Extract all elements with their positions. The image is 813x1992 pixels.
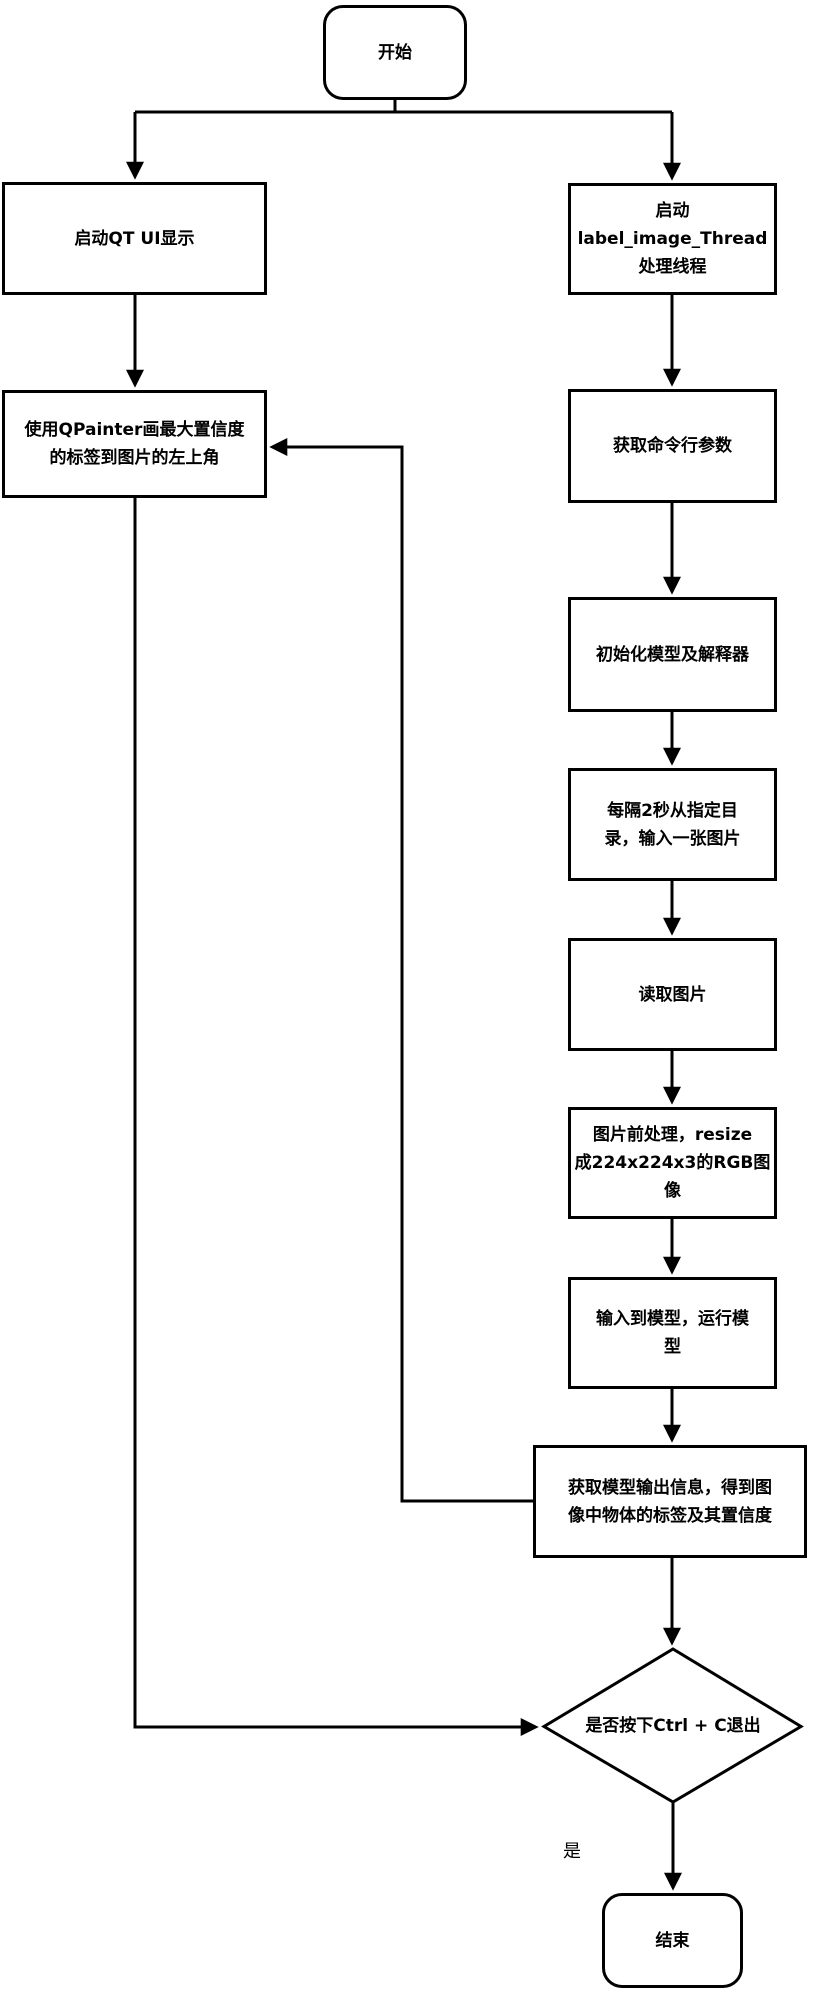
node-get-cmdline-args: 获取命令行参数 bbox=[568, 389, 777, 503]
node-launch-qt-ui-label: 启动QT UI显示 bbox=[74, 228, 195, 249]
node-run-model: 输入到模型，运行模 型 bbox=[568, 1277, 777, 1389]
decision-diamond-shape bbox=[541, 1647, 804, 1804]
node-preprocess-image: 图片前处理，resize 成224x224x3的RGB图 像 bbox=[568, 1107, 777, 1219]
node-qpainter-draw: 使用QPainter画最大置信度 的标签到图片的左上角 bbox=[2, 390, 267, 498]
node-input-image-every-2s: 每隔2秒从指定目 录，输入一张图片 bbox=[568, 768, 777, 881]
node-input-image-line1: 每隔2秒从指定目 bbox=[607, 800, 738, 821]
edge-qpainter-to-decision bbox=[133, 498, 539, 1736]
node-qpainter-draw-line2: 的标签到图片的左上角 bbox=[49, 448, 220, 468]
node-end: 结束 bbox=[602, 1893, 743, 1988]
node-ctrl-c-decision-label: 是否按下Ctrl + C退出 bbox=[585, 1716, 761, 1736]
node-input-image-line2: 录，输入一张图片 bbox=[604, 828, 741, 849]
node-read-image-label: 读取图片 bbox=[638, 984, 707, 1005]
node-get-model-output-line2: 像中物体的标签及其置信度 bbox=[568, 1505, 772, 1526]
node-start: 开始 bbox=[323, 5, 467, 100]
node-get-model-output-line1: 获取模型输出信息，得到图 bbox=[568, 1477, 772, 1498]
node-ctrl-c-decision: 是否按下Ctrl + C退出 bbox=[544, 1649, 802, 1803]
node-launch-thread-line3: 处理线程 bbox=[638, 257, 707, 277]
node-get-cmdline-args-label: 获取命令行参数 bbox=[613, 436, 732, 456]
node-run-model-line2: 型 bbox=[664, 1337, 681, 1357]
node-launch-thread: 启动 label_image_Thread 处理线程 bbox=[568, 183, 777, 295]
edge-label-yes: 是 bbox=[563, 1841, 581, 1862]
node-init-model: 初始化模型及解释器 bbox=[568, 597, 777, 712]
node-preprocess-line2: 成224x224x3的RGB图 bbox=[574, 1153, 771, 1173]
node-get-model-output: 获取模型输出信息，得到图 像中物体的标签及其置信度 bbox=[533, 1445, 807, 1558]
node-init-model-label: 初始化模型及解释器 bbox=[596, 644, 749, 665]
node-qpainter-draw-line1: 使用QPainter画最大置信度 bbox=[24, 420, 245, 440]
node-start-label: 开始 bbox=[378, 42, 412, 63]
edge-output-feedback-to-qpainter bbox=[269, 438, 533, 1503]
node-launch-thread-line1: 启动 bbox=[655, 201, 690, 221]
node-preprocess-line1: 图片前处理，resize bbox=[592, 1125, 753, 1145]
node-read-image: 读取图片 bbox=[568, 938, 777, 1051]
node-launch-thread-line2: label_image_Thread bbox=[577, 229, 768, 249]
node-run-model-line1: 输入到模型，运行模 bbox=[596, 1309, 749, 1329]
node-launch-qt-ui: 启动QT UI显示 bbox=[2, 182, 267, 295]
node-preprocess-line3: 像 bbox=[664, 1181, 681, 1201]
node-end-label: 结束 bbox=[655, 1930, 690, 1951]
